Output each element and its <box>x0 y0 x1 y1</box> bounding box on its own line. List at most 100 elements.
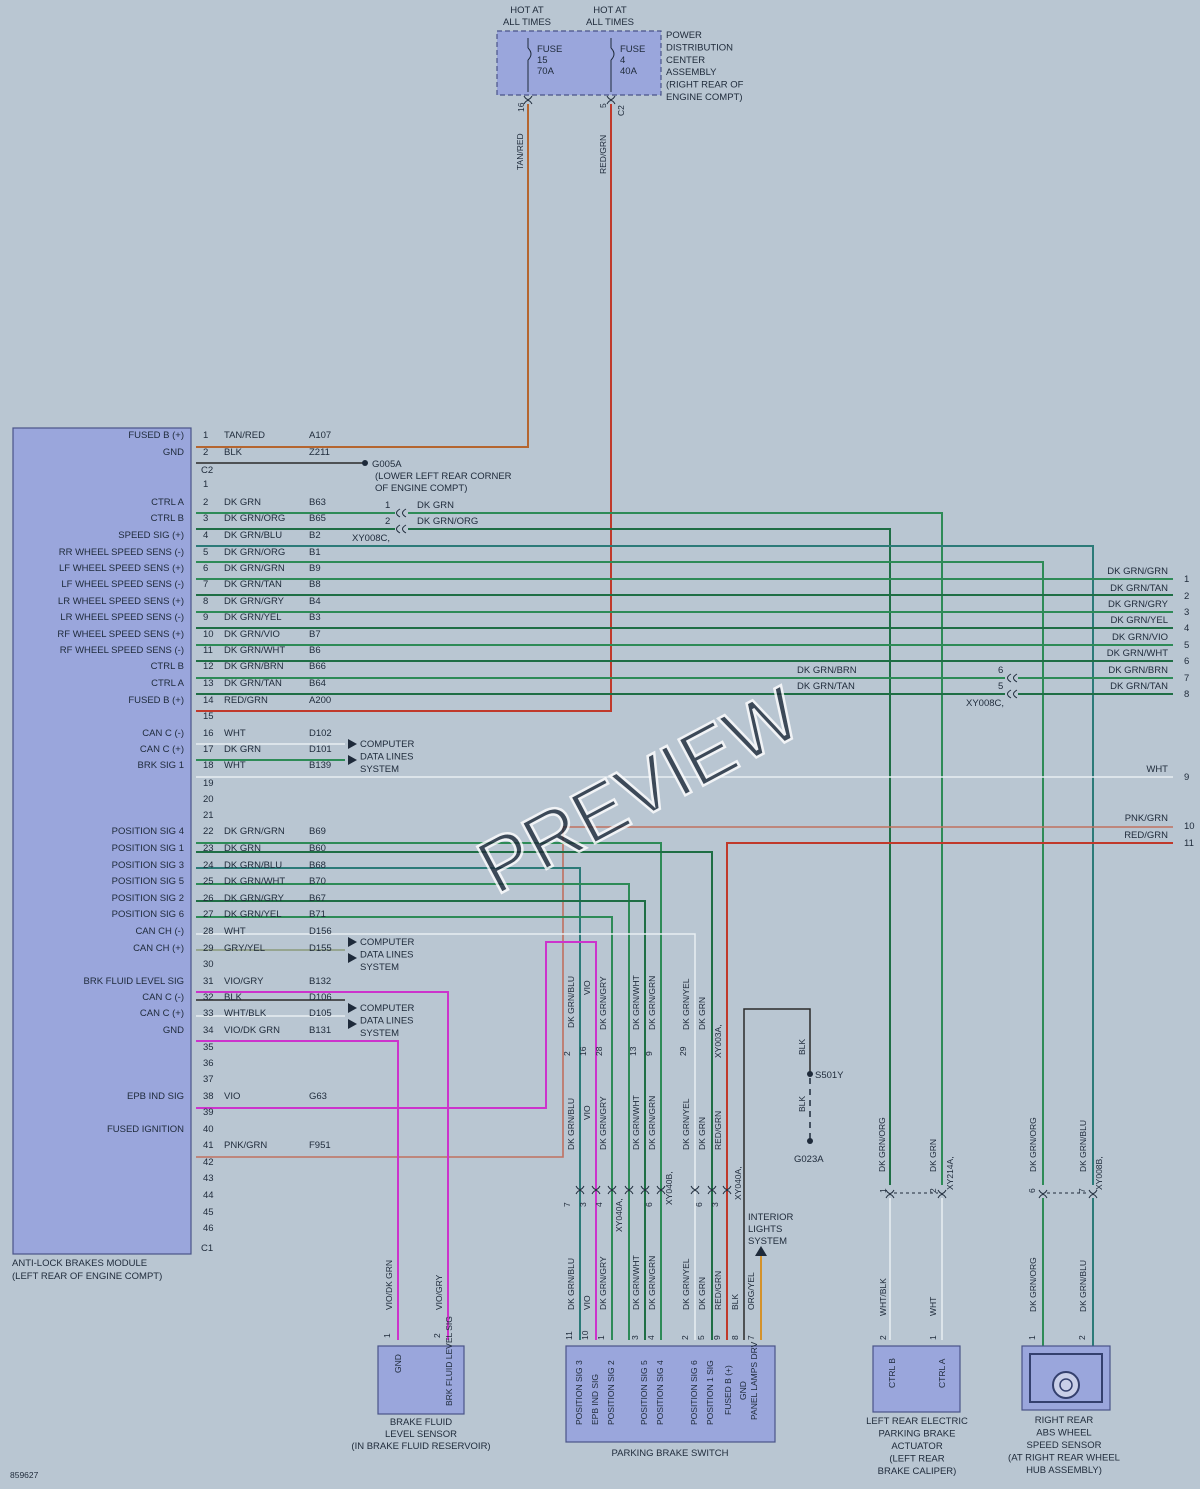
cdl-label: DATA LINES <box>360 752 414 763</box>
circuit-id: B9 <box>309 563 321 574</box>
wire-label: RED/GRN <box>713 1271 723 1310</box>
wire-label: DK GRN <box>697 1277 707 1310</box>
pin-number: 29 <box>678 1046 688 1056</box>
wire-ctrl-a <box>408 512 943 1185</box>
wire-label: DK GRN <box>697 1117 707 1150</box>
pin-number: 2 <box>385 516 390 527</box>
pdc-name: POWER <box>666 30 702 41</box>
splice-name: S501Y <box>815 1070 844 1081</box>
cdl-label: COMPUTER <box>360 937 415 948</box>
pin-number: 4 <box>646 1335 656 1340</box>
wire-color: DK GRN/YEL <box>224 612 282 623</box>
connector-mark <box>402 524 407 534</box>
wire-label: DK GRN/BLU <box>1078 1260 1088 1312</box>
connector-name: XY040A, <box>733 1166 743 1200</box>
pin-function: BRK FLUID LEVEL SIG <box>444 1316 454 1406</box>
wire-label: DK GRN/GRY <box>598 1256 608 1310</box>
ground-icon <box>362 460 368 466</box>
ground-icon <box>807 1138 813 1144</box>
connector-name: XY008C, <box>966 698 1004 709</box>
arrow-icon <box>348 739 357 749</box>
wire-brk-fluid <box>196 991 449 1340</box>
sensor-name: LEVEL SENSOR <box>385 1429 457 1440</box>
wire-color: DK GRN/GRY <box>224 893 285 904</box>
pin-function: SPEED SIG (+) <box>118 530 184 541</box>
pdc-name: CENTER <box>666 55 705 66</box>
actuator-name: PARKING BRAKE <box>879 1429 956 1440</box>
circuit-id: B64 <box>309 678 326 689</box>
pin-number: 4 <box>1184 623 1189 634</box>
pin-number: 38 <box>203 1091 214 1102</box>
wire-label: TAN/RED <box>515 133 525 170</box>
pin-function: CAN C (-) <box>142 992 184 1003</box>
label: ALL TIMES <box>503 17 551 28</box>
pin-number: 3 <box>1184 607 1189 618</box>
wire-color: PNK/GRN <box>224 1140 267 1151</box>
pin-function: CAN C (-) <box>142 728 184 739</box>
pin-function: POSITION SIG 3 <box>574 1360 584 1425</box>
circuit-id: B68 <box>309 860 326 871</box>
wire-label: DK GRN/BLU <box>1078 1120 1088 1172</box>
wire-color: DK GRN/TAN <box>1110 583 1168 594</box>
wire-color: DK GRN/TAN <box>797 681 855 692</box>
arrow-icon <box>348 1019 357 1029</box>
sensor-name: SPEED SENSOR <box>1027 1440 1102 1451</box>
pin-number: 2 <box>562 1051 572 1056</box>
connector-mark <box>591 1185 601 1190</box>
pdc-name: (RIGHT REAR OF <box>666 80 744 91</box>
module-name: ANTI-LOCK BRAKES MODULE <box>12 1258 147 1269</box>
wires <box>196 104 1173 1346</box>
wire-ctrl-b <box>408 528 891 1185</box>
connector-name: C2 <box>616 105 626 116</box>
cdl-label: SYSTEM <box>360 962 399 973</box>
pin-number: 29 <box>203 943 214 954</box>
wire-label: VIO <box>582 980 592 995</box>
sensor-wheel-icon <box>1052 1371 1080 1399</box>
wire-color: DK GRN/BRN <box>224 661 284 672</box>
connector-mark <box>656 1190 666 1195</box>
wire-label: WHT <box>928 1297 938 1316</box>
pin-number: 19 <box>203 778 214 789</box>
pin-number: 1 <box>596 1335 606 1340</box>
connector-mark <box>640 1190 650 1195</box>
interior-label: INTERIOR <box>748 1212 794 1223</box>
pin-number: 9 <box>644 1051 654 1056</box>
pin-function: POSITION 1 SIG <box>705 1360 715 1425</box>
pin-number: 6 <box>1184 656 1189 667</box>
cdl-label: SYSTEM <box>360 1028 399 1039</box>
pin-number: 6 <box>203 563 208 574</box>
connector-mark <box>1038 1189 1048 1194</box>
pin-function: RF WHEEL SPEED SENS (+) <box>57 629 184 640</box>
pin-number: 30 <box>203 959 214 970</box>
pin-number: 11 <box>564 1331 574 1340</box>
wire-color: BLK <box>224 447 243 458</box>
pin-function: GND <box>163 447 184 458</box>
pin-function: CAN CH (+) <box>133 943 184 954</box>
wire-label: RED/GRN <box>713 1111 723 1150</box>
pin-number: 7 <box>1077 1188 1087 1193</box>
wire-can-ch-low <box>196 933 696 1185</box>
fuse-icon <box>610 47 615 61</box>
connector-name: XY003A, <box>713 1024 723 1058</box>
pin-number: 45 <box>203 1207 214 1218</box>
pin-number: 7 <box>203 579 208 590</box>
wire-label: DK GRN/GRN <box>647 1256 657 1310</box>
wire-label: DK GRN/ORG <box>877 1117 887 1172</box>
wire-label: DK GRN <box>928 1139 938 1172</box>
wire-color: DK GRN/ORG <box>224 547 285 558</box>
pin-number: 5 <box>696 1335 706 1340</box>
pin-number: 2 <box>1184 591 1189 602</box>
circuit-id: B6 <box>309 645 321 656</box>
wire-red-grn-2 <box>726 842 1173 1185</box>
circuit-id: B2 <box>309 530 321 541</box>
cdl-label: COMPUTER <box>360 739 415 750</box>
circuit-id: B8 <box>309 579 321 590</box>
pin-number: 2 <box>203 497 208 508</box>
switch-name: PARKING BRAKE SWITCH <box>611 1448 728 1459</box>
wire-position-sig <box>196 900 646 1185</box>
connector-mark <box>523 100 533 105</box>
splice-dot <box>807 1071 813 1077</box>
wire-color: DK GRN/TAN <box>224 579 282 590</box>
pin-function: CTRL A <box>151 678 185 689</box>
circuit-id: B4 <box>309 596 321 607</box>
